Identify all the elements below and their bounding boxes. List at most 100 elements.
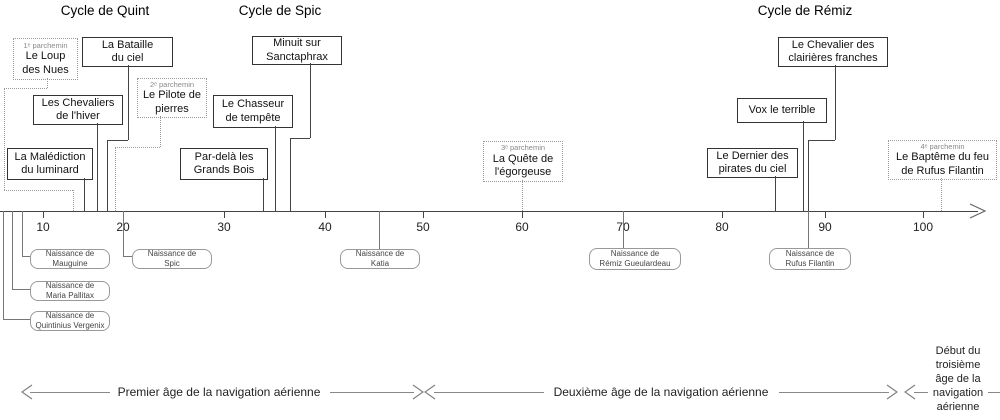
- birth-box-quintinius-vergenix: Naissance de Quintinius Vergenix: [30, 311, 110, 331]
- book-title: La Quête de l'égorgeuse: [492, 152, 554, 179]
- connector-minuit-v2: [290, 138, 291, 211]
- era1-line-right: [330, 392, 414, 393]
- birth-connector-remiz: [623, 211, 624, 248]
- book-box-le-chevalier-des-clairieres-franches: Le Chevalier des clairières franches: [778, 37, 888, 67]
- era3-line-right: [988, 392, 1000, 393]
- axis-tick: [43, 212, 44, 218]
- axis-tick-label: 50: [416, 220, 430, 234]
- era2-line-left: [434, 392, 544, 393]
- birth-box-remiz-gueulardeau: Naissance de Rémiz Gueulardeau: [589, 248, 681, 270]
- book-box-la-malediction-du-luminard: La Malédiction du luminard: [7, 148, 93, 180]
- arrow-left-icon: [424, 384, 436, 400]
- axis-tick-label: 80: [715, 220, 729, 234]
- axis-tick: [224, 212, 225, 218]
- era3-label: Début du troisième âge de la navigation …: [932, 345, 984, 413]
- birth-box-katia: Naissance de Katia: [340, 249, 420, 269]
- era1-label: Premier âge de la navigation aérienne: [117, 385, 321, 399]
- book-box-la-bataille-du-ciel: La Bataille du ciel: [82, 37, 173, 67]
- axis-arrowhead-icon: [969, 203, 987, 219]
- cycle-quint-title: Cycle de Quint: [60, 3, 150, 18]
- parchment-label: 1ᵉ parchemin: [23, 40, 68, 50]
- cycle-spic-title: Cycle de Spic: [238, 3, 322, 18]
- arrow-right-icon: [886, 384, 898, 400]
- book-title: Le Chasseur de tempête: [221, 98, 285, 124]
- arrow-left-icon: [21, 384, 33, 400]
- connector-bataille-v2: [107, 140, 108, 211]
- era2-line-right: [779, 392, 889, 393]
- book-title: Le Baptême du feu de Rufus Filantin: [896, 151, 989, 177]
- connector-chasseur: [275, 126, 276, 211]
- book-box-le-chasseur-de-tempete: Le Chasseur de tempête: [213, 95, 293, 128]
- connector-pilote-v1: [160, 116, 161, 147]
- birth-label: Naissance de Katia: [355, 249, 405, 268]
- axis-tick: [722, 212, 723, 218]
- connector-chevalier-h: [808, 140, 835, 141]
- birth-connector-mauguine-h: [22, 256, 30, 257]
- connector-minuit-h: [290, 138, 310, 139]
- book-title: Le Dernier des pirates du ciel: [716, 149, 789, 175]
- connector-malediction: [84, 178, 85, 211]
- birth-connector-spic-v: [123, 211, 124, 256]
- book-title: Par-delà les Grands Bois: [193, 150, 255, 176]
- book-box-par-dela-les-grands-bois: Par-delà les Grands Bois: [180, 148, 268, 180]
- birth-connector-quintinius-v: [3, 211, 4, 319]
- book-title: Les Chevaliers de l'hiver: [41, 96, 115, 122]
- birth-box-mauguine: Naissance de Mauguine: [30, 249, 110, 269]
- connector-loup-h2: [4, 190, 73, 191]
- birth-box-spic: Naissance de Spic: [132, 249, 212, 269]
- birth-label: Naissance de Maria Pallitax: [45, 281, 95, 300]
- connector-pardela: [263, 178, 264, 211]
- birth-label: Naissance de Mauguine: [45, 249, 95, 268]
- birth-label: Naissance de Rufus Filantin: [785, 249, 835, 268]
- parchment-label: 4ᵉ parchemin: [920, 141, 965, 151]
- book-box-le-loup-des-nues: 1ᵉ parchemin Le Loup des Nues: [13, 38, 78, 80]
- book-title: Le Loup des Nues: [22, 50, 69, 76]
- connector-bataille-h: [107, 140, 128, 141]
- birth-connector-mauguine-v: [22, 211, 23, 256]
- axis-tick: [522, 212, 523, 218]
- birth-label: Naissance de Quintinius Vergenix: [35, 311, 105, 330]
- book-box-le-pilote-de-pierres: 2ᵉ parchemin Le Pilote de pierres: [137, 78, 207, 118]
- arrow-left-icon: [904, 384, 916, 400]
- birth-connector-spic-h: [123, 256, 132, 257]
- connector-quete: [522, 180, 523, 211]
- connector-loup-v2: [4, 88, 5, 190]
- era2-label: Deuxième âge de la navigation aérienne: [553, 385, 769, 399]
- axis-tick: [923, 212, 924, 218]
- birth-connector-katia: [379, 211, 380, 250]
- connector-vox: [803, 121, 804, 211]
- axis-tick-label: 10: [36, 220, 50, 234]
- connector-chevalier-v2: [808, 140, 809, 211]
- timeline-axis: [0, 211, 978, 212]
- book-box-la-quete-de-l-egorgeuse: 3ᵉ parchemin La Quête de l'égorgeuse: [483, 141, 563, 182]
- axis-tick-label: 90: [818, 220, 832, 234]
- connector-minuit-v1: [310, 63, 311, 138]
- parchment-label: 3ᵉ parchemin: [500, 143, 546, 153]
- connector-bataille-v1: [128, 65, 129, 140]
- book-box-les-chevaliers-de-l-hiver: Les Chevaliers de l'hiver: [33, 95, 123, 125]
- connector-chevalier-v1: [835, 65, 836, 140]
- book-box-vox-le-terrible: Vox le terrible: [737, 98, 827, 123]
- axis-tick: [423, 212, 424, 218]
- book-title: Le Chevalier des clairières franches: [788, 38, 878, 64]
- connector-chevaliers: [97, 123, 98, 211]
- parchment-label: 2ᵉ parchemin: [149, 79, 195, 89]
- arrow-right-icon: [412, 384, 424, 400]
- birth-connector-pallitax-v: [12, 211, 13, 289]
- connector-dernier: [775, 176, 776, 211]
- book-title: La Malédiction du luminard: [14, 150, 86, 176]
- book-box-le-dernier-des-pirates-du-ciel: Le Dernier des pirates du ciel: [707, 148, 798, 178]
- birth-box-rufus-filantin: Naissance de Rufus Filantin: [769, 248, 851, 270]
- book-title: Le Pilote de pierres: [142, 89, 202, 115]
- birth-connector-quintinius-h: [3, 319, 30, 320]
- book-title: Vox le terrible: [748, 103, 816, 116]
- birth-label: Naissance de Rémiz Gueulardeau: [599, 249, 671, 268]
- birth-box-maria-pallitax: Naissance de Maria Pallitax: [30, 281, 110, 301]
- connector-loup-v3: [73, 190, 74, 211]
- era3-line-left: [914, 392, 928, 393]
- axis-tick: [825, 212, 826, 218]
- book-title: Minuit sur Sanctaphrax: [266, 37, 328, 63]
- book-box-minuit-sur-sanctaphrax: Minuit sur Sanctaphrax: [252, 36, 342, 65]
- book-title: La Bataille du ciel: [101, 38, 154, 64]
